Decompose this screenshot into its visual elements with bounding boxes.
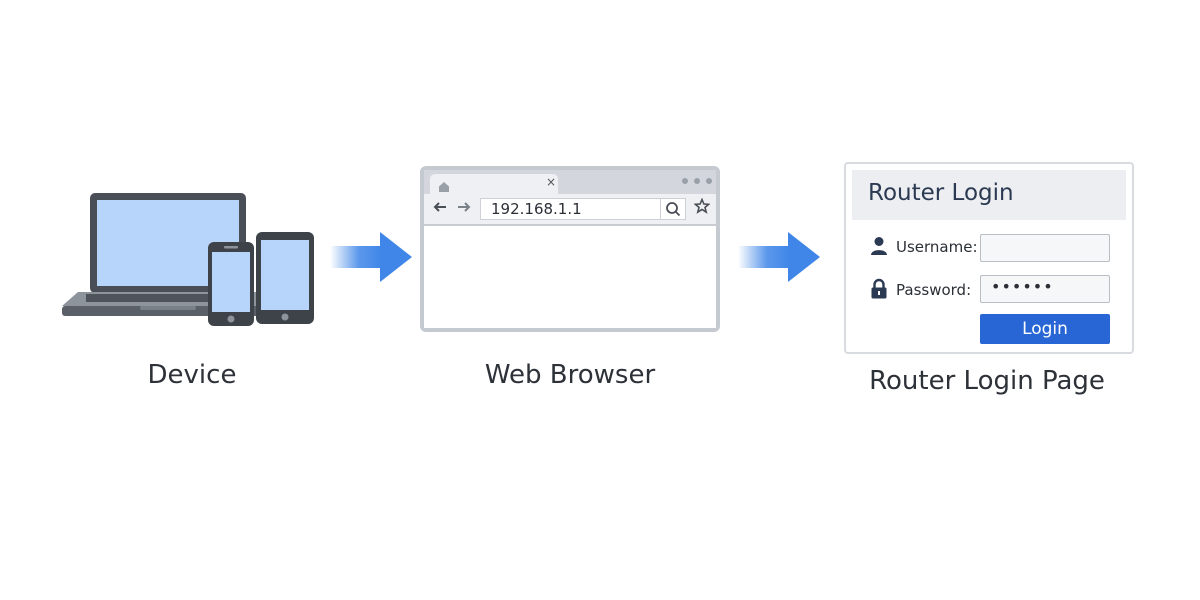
home-icon [438, 178, 450, 197]
back-arrow-icon[interactable] [432, 199, 448, 219]
star-icon[interactable] [693, 197, 711, 218]
router-login-header: Router Login [852, 170, 1126, 220]
password-label: Password: [896, 281, 972, 299]
user-icon [870, 236, 888, 260]
device-caption: Device [147, 360, 237, 390]
tablet-icon [256, 232, 314, 324]
browser-content-area [424, 226, 716, 328]
browser-toolbar: 192.168.1.1 [424, 194, 716, 226]
address-bar[interactable]: 192.168.1.1 [480, 198, 686, 220]
browser-caption: Web Browser [484, 360, 656, 390]
browser-titlebar: × [424, 170, 716, 194]
search-icon[interactable] [660, 199, 685, 219]
password-value: •••••• [991, 277, 1054, 296]
username-input[interactable] [980, 234, 1110, 262]
window-dot-2[interactable] [694, 178, 700, 184]
window-dot-1[interactable] [682, 178, 688, 184]
lock-icon [870, 278, 888, 304]
device-group [60, 188, 320, 330]
router-page-caption: Router Login Page [869, 366, 1105, 396]
address-url: 192.168.1.1 [491, 200, 582, 218]
router-login-panel: Router Login Username: Password: •••••• … [844, 162, 1134, 354]
flow-arrow-1 [330, 230, 414, 284]
login-button[interactable]: Login [980, 314, 1110, 344]
flow-arrow-2 [738, 230, 822, 284]
browser-window: × 192.168.1.1 [420, 166, 720, 332]
password-input[interactable]: •••••• [980, 275, 1110, 303]
username-label: Username: [896, 238, 978, 256]
window-dot-3[interactable] [706, 178, 712, 184]
phone-icon [208, 242, 254, 326]
forward-arrow-icon[interactable] [456, 199, 472, 219]
router-login-title: Router Login [868, 180, 1014, 206]
close-icon[interactable]: × [546, 175, 557, 189]
browser-tab[interactable]: × [430, 174, 558, 194]
